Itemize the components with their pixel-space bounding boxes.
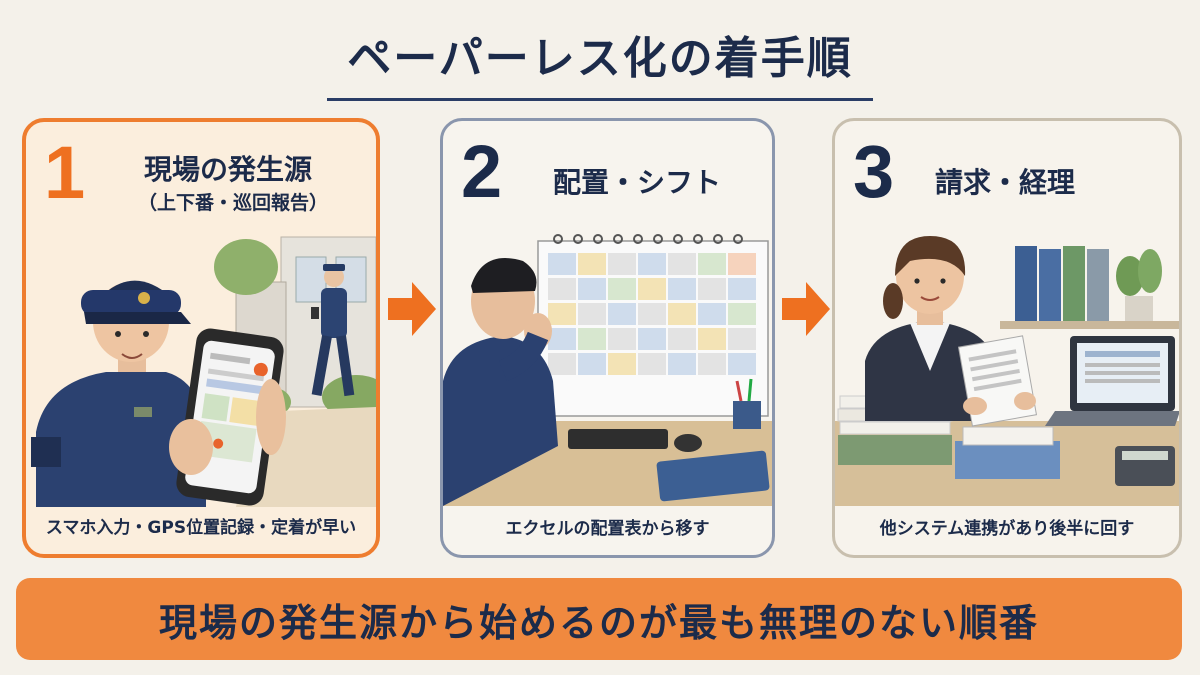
step-card-1: 1 現場の発生源 （上下番・巡回報告） bbox=[22, 118, 380, 558]
step-title-1: 現場の発生源 bbox=[144, 153, 313, 186]
page-title: ペーパーレス化の着手順 bbox=[327, 22, 873, 101]
title-area: ペーパーレス化の着手順 bbox=[0, 22, 1200, 101]
accounting-clerk-illustration bbox=[835, 236, 1179, 506]
step-number-3: 3 bbox=[853, 130, 895, 213]
shift-scheduling-illustration bbox=[443, 234, 772, 506]
step-caption-2: エクセルの配置表から移す bbox=[505, 519, 710, 539]
step-subtitle-1: （上下番・巡回報告） bbox=[138, 192, 329, 214]
summary-banner: 現場の発生源から始めるのが最も無理のない順番 bbox=[16, 578, 1182, 660]
step-number-2: 2 bbox=[461, 130, 503, 213]
step-title-2: 配置・シフト bbox=[553, 166, 722, 199]
summary-banner-text: 現場の発生源から始めるのが最も無理のない順番 bbox=[158, 600, 1039, 645]
step-caption-1: スマホ入力・GPS位置記録・定着が早い bbox=[45, 518, 357, 538]
arrow-right-icon bbox=[388, 282, 436, 336]
step-card-2: 2 配置・シフト bbox=[440, 118, 775, 558]
step-card-3: 3 請求・経理 bbox=[832, 118, 1182, 558]
arrow-right-icon bbox=[782, 282, 830, 336]
step-caption-3: 他システム連携があり後半に回す bbox=[879, 519, 1135, 539]
step-title-3: 請求・経理 bbox=[935, 166, 1076, 199]
step-number-1: 1 bbox=[44, 131, 86, 214]
security-guard-smartphone-illustration bbox=[31, 236, 376, 507]
